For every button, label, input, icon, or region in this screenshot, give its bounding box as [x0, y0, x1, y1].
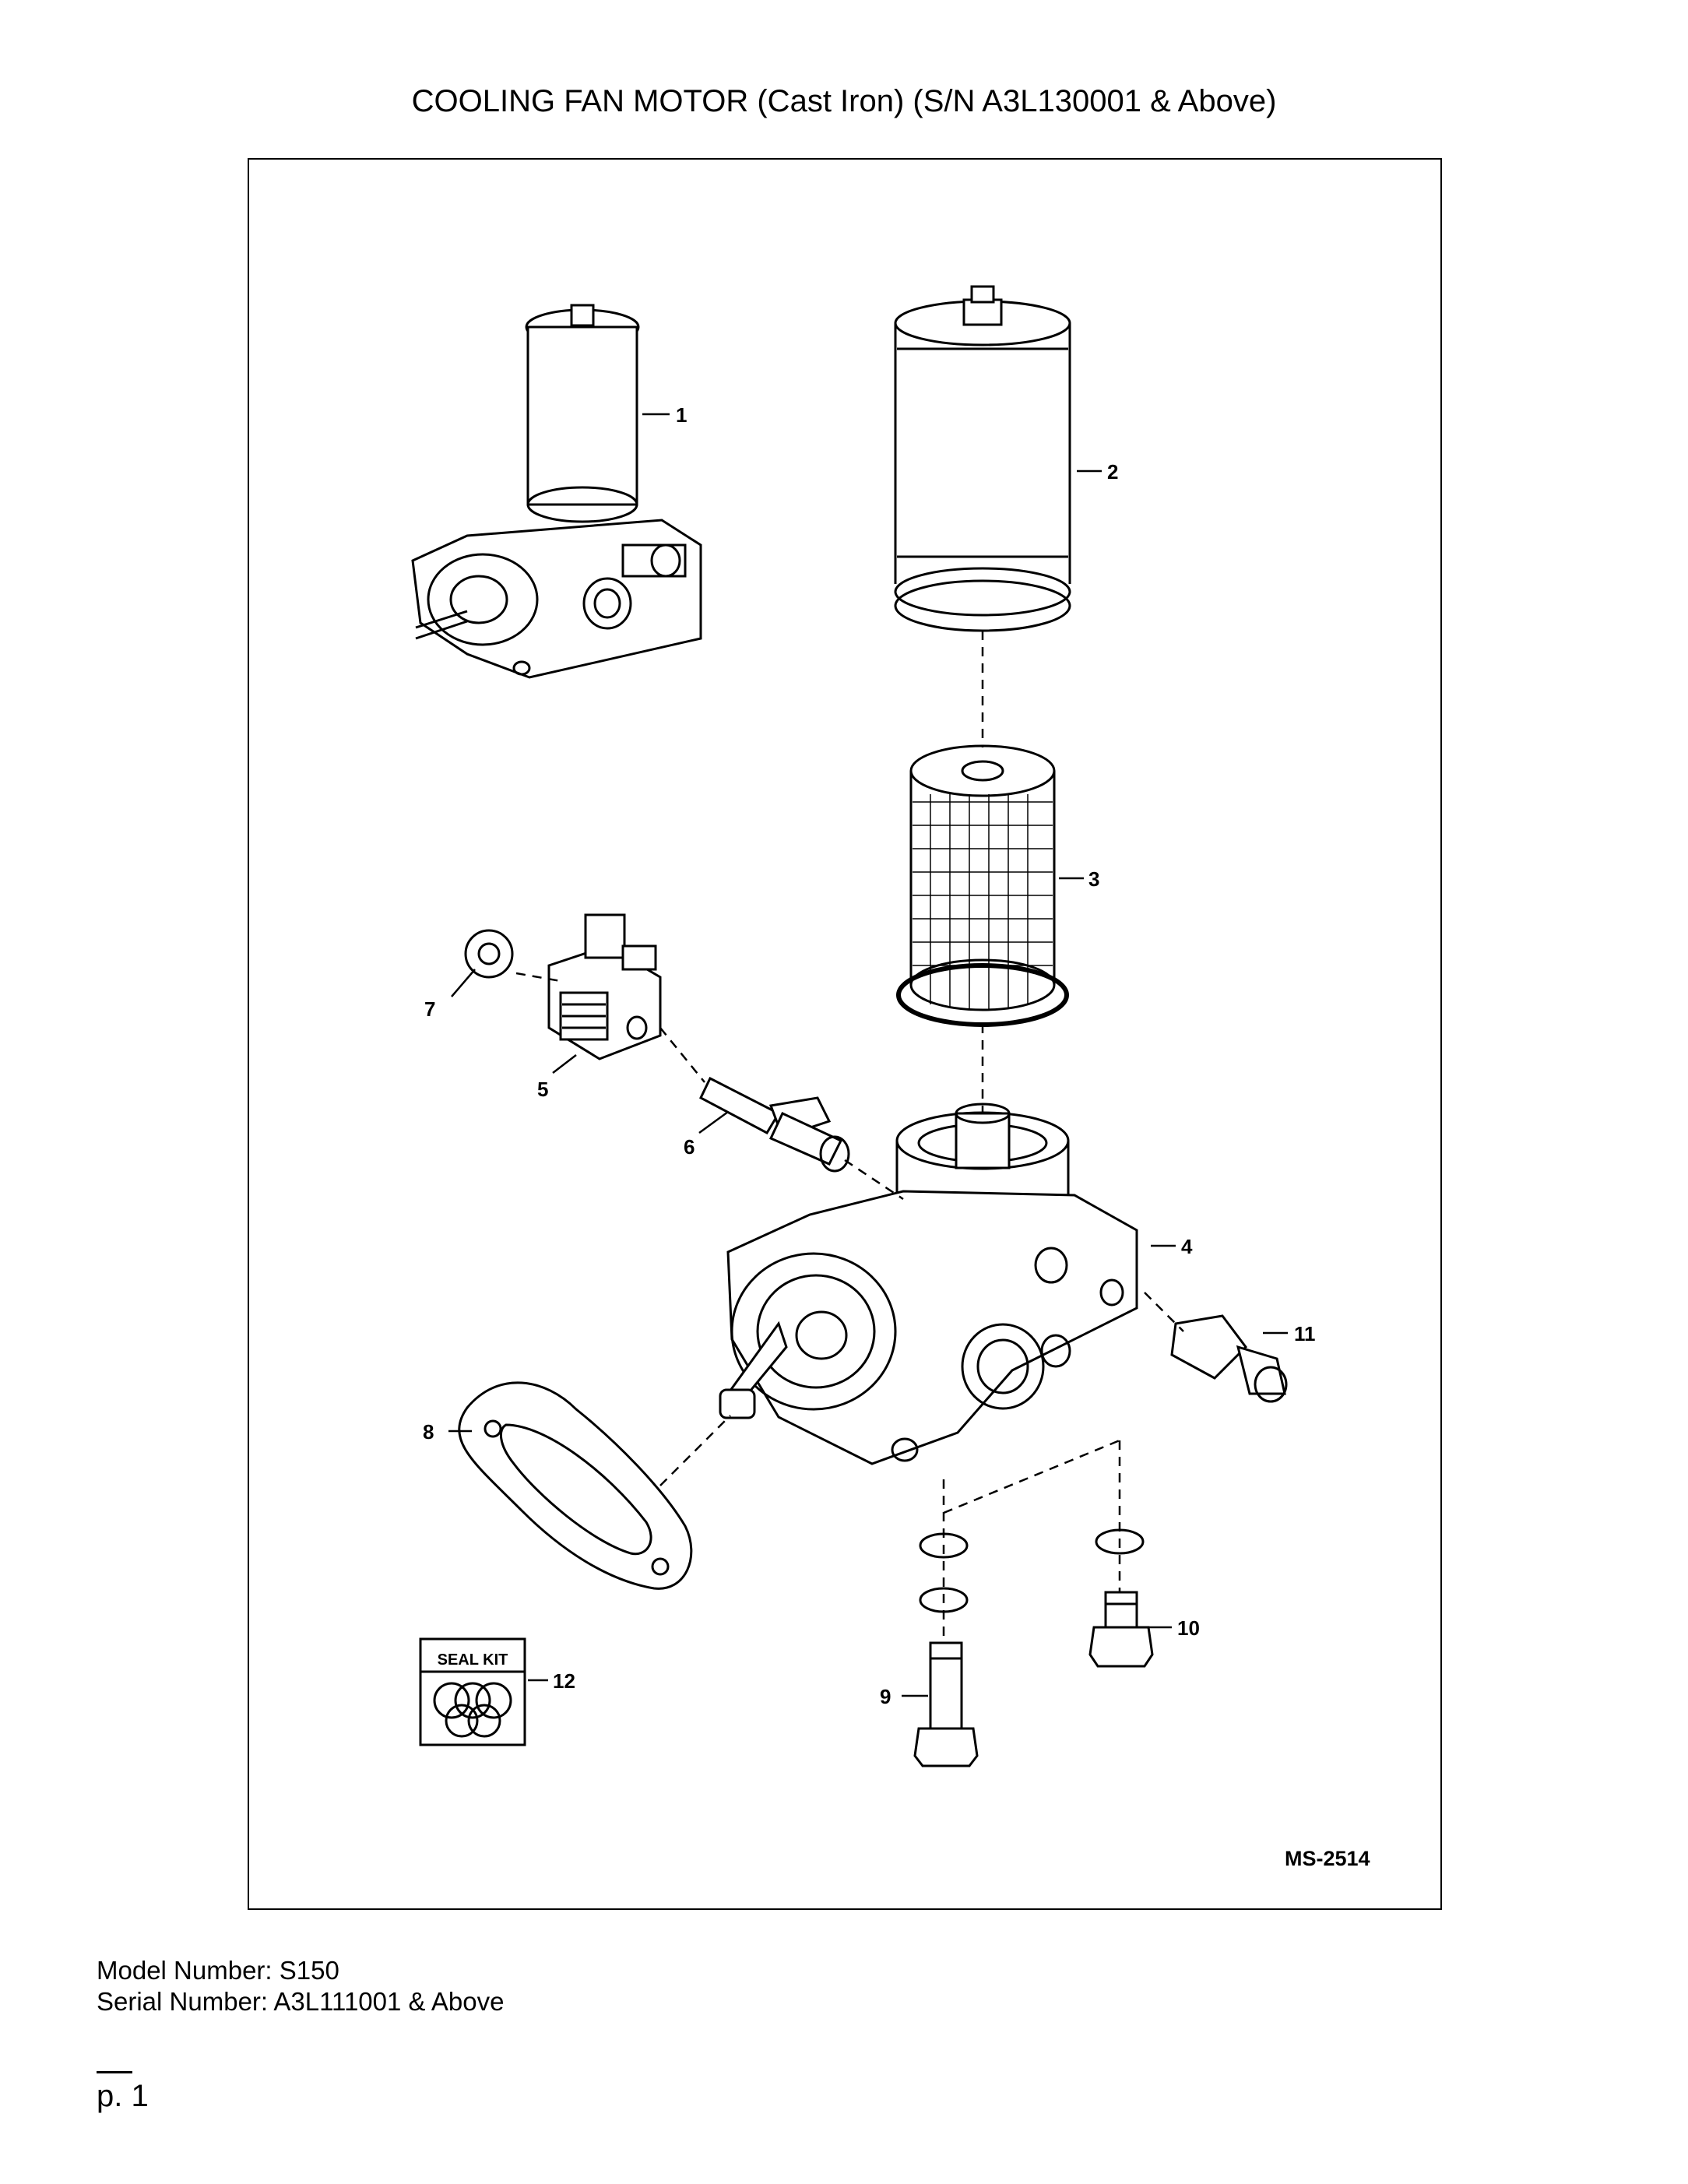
adapter-fitting-illustration: [913, 1641, 979, 1767]
callout-1: 1: [676, 403, 687, 427]
gasket-illustration: [458, 1381, 693, 1590]
callout-2: 2: [1107, 460, 1118, 484]
solenoid-coil-illustration: [547, 913, 662, 1060]
callout-8: 8: [423, 1420, 434, 1444]
callout-11: 11: [1294, 1322, 1316, 1345]
diagram-frame: [248, 158, 1442, 1910]
callout-9: 9: [880, 1685, 891, 1708]
model-number: Model Number: S150: [97, 1956, 339, 1985]
callout-3: 3: [1088, 867, 1099, 891]
callout-7: 7: [424, 997, 435, 1021]
page-rule: [97, 2071, 132, 2073]
cartridge-valve-illustration: [699, 1076, 850, 1173]
fitting-illustration: [1170, 1314, 1288, 1403]
page-title: COOLING FAN MOTOR (Cast Iron) (S/N A3L13…: [411, 84, 1277, 118]
callout-4: 4: [1181, 1235, 1193, 1258]
plug-fitting-illustration: [1088, 1591, 1154, 1668]
assembled-motor-illustration: [411, 304, 702, 679]
callout-5: 5: [537, 1078, 548, 1101]
diagram-code: MS-2514: [1285, 1847, 1370, 1870]
serial-number: Serial Number: A3L111001 & Above: [97, 1987, 505, 2016]
assembly-guide-lines: [515, 631, 1184, 1643]
page-number: p. 1: [97, 2079, 149, 2113]
filter-mesh-lines: [913, 794, 1053, 1010]
callout-6: 6: [684, 1135, 695, 1159]
seal-kit-label: SEAL KIT: [438, 1651, 508, 1669]
filter-element-illustration: [896, 744, 1069, 1027]
motor-body-illustration: [719, 1103, 1138, 1465]
filter-housing-illustration: [894, 285, 1071, 632]
seal-kit-illustration: [419, 1637, 526, 1746]
callout-12: 12: [553, 1669, 575, 1693]
callout-leader-lines: [448, 413, 1288, 1697]
callout-10: 10: [1177, 1616, 1200, 1640]
